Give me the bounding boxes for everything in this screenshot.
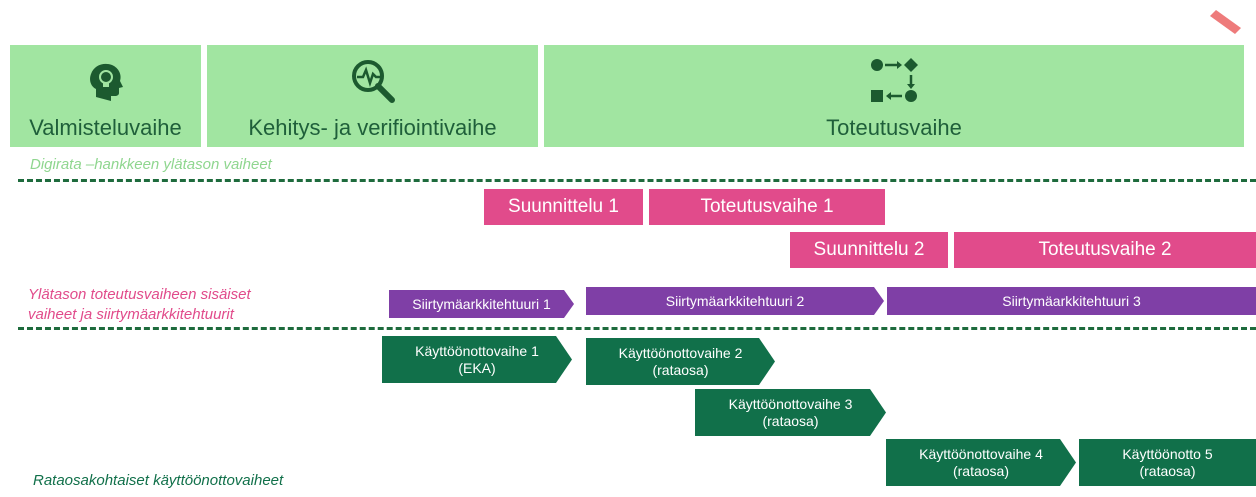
deployment-phase-2: Käyttöönottovaihe 2 (rataosa): [586, 338, 775, 385]
deployment-title: Käyttöönottovaihe 3: [728, 395, 853, 412]
phase-label: Kehitys- ja verifiointivaihe: [248, 115, 497, 140]
phase-toteutusvaihe: Toteutusvaihe: [544, 45, 1244, 147]
architecture-3: Siirtymäarkkitehtuuri 3: [887, 287, 1256, 315]
sub-phase-toteutusvaihe-1: Toteutusvaihe 1: [649, 189, 885, 225]
phase-label: Valmisteluvaihe: [29, 115, 182, 140]
caption-deployment-phases: Rataosakohtaiset käyttöönottovaiheet: [33, 472, 284, 489]
architecture-1: Siirtymäarkkitehtuuri 1: [389, 290, 574, 318]
caption-top-level-phases: Digirata –hankkeen ylätason vaiheet: [30, 156, 272, 173]
sub-phase-toteutusvaihe-2: Toteutusvaihe 2: [954, 232, 1256, 268]
deployment-title: Käyttöönottovaihe 1: [415, 342, 539, 359]
caption-line: vaiheet ja siirtymäarkkitehtuurit: [28, 306, 234, 323]
phase-kehitys: Kehitys- ja verifiointivaihe: [207, 45, 538, 147]
corner-stripe-decoration: [1210, 10, 1241, 34]
deployment-subtitle: (rataosa): [1139, 462, 1196, 479]
process-flow-icon: [869, 55, 919, 107]
architecture-2: Siirtymäarkkitehtuuri 2: [586, 287, 884, 315]
phase-label: Toteutusvaihe: [826, 115, 962, 140]
deployment-subtitle: (rataosa): [652, 361, 709, 378]
deployment-title: Käyttöönottovaihe 2: [618, 344, 743, 361]
deployment-subtitle: (rataosa): [762, 412, 819, 429]
deployment-title: Käyttöönottovaihe 4: [919, 445, 1043, 462]
deployment-phase-4: Käyttöönottovaihe 4 (rataosa): [886, 439, 1076, 486]
phase-valmisteluvaihe: Valmisteluvaihe: [10, 45, 201, 147]
magnifier-pulse-icon: [349, 55, 397, 107]
caption-line: Ylätason toteutusvaiheen sisäiset: [28, 286, 251, 303]
sub-phase-suunnittelu-1: Suunnittelu 1: [484, 189, 643, 225]
deployment-phase-1: Käyttöönottovaihe 1 (EKA): [382, 336, 572, 383]
deployment-subtitle: (EKA): [458, 359, 496, 376]
deployment-subtitle: (rataosa): [952, 462, 1010, 479]
caption-internal-phases: Ylätason toteutusvaiheen sisäiset vaihee…: [28, 285, 251, 325]
deployment-title: Käyttöönotto 5: [1122, 445, 1213, 462]
divider-line: [18, 179, 1256, 182]
head-lightbulb-icon: [84, 55, 128, 107]
deployment-phase-3: Käyttöönottovaihe 3 (rataosa): [695, 389, 886, 436]
deployment-phase-5: Käyttöönotto 5 (rataosa): [1079, 439, 1256, 486]
divider-line: [18, 327, 1256, 330]
sub-phase-suunnittelu-2: Suunnittelu 2: [790, 232, 948, 268]
